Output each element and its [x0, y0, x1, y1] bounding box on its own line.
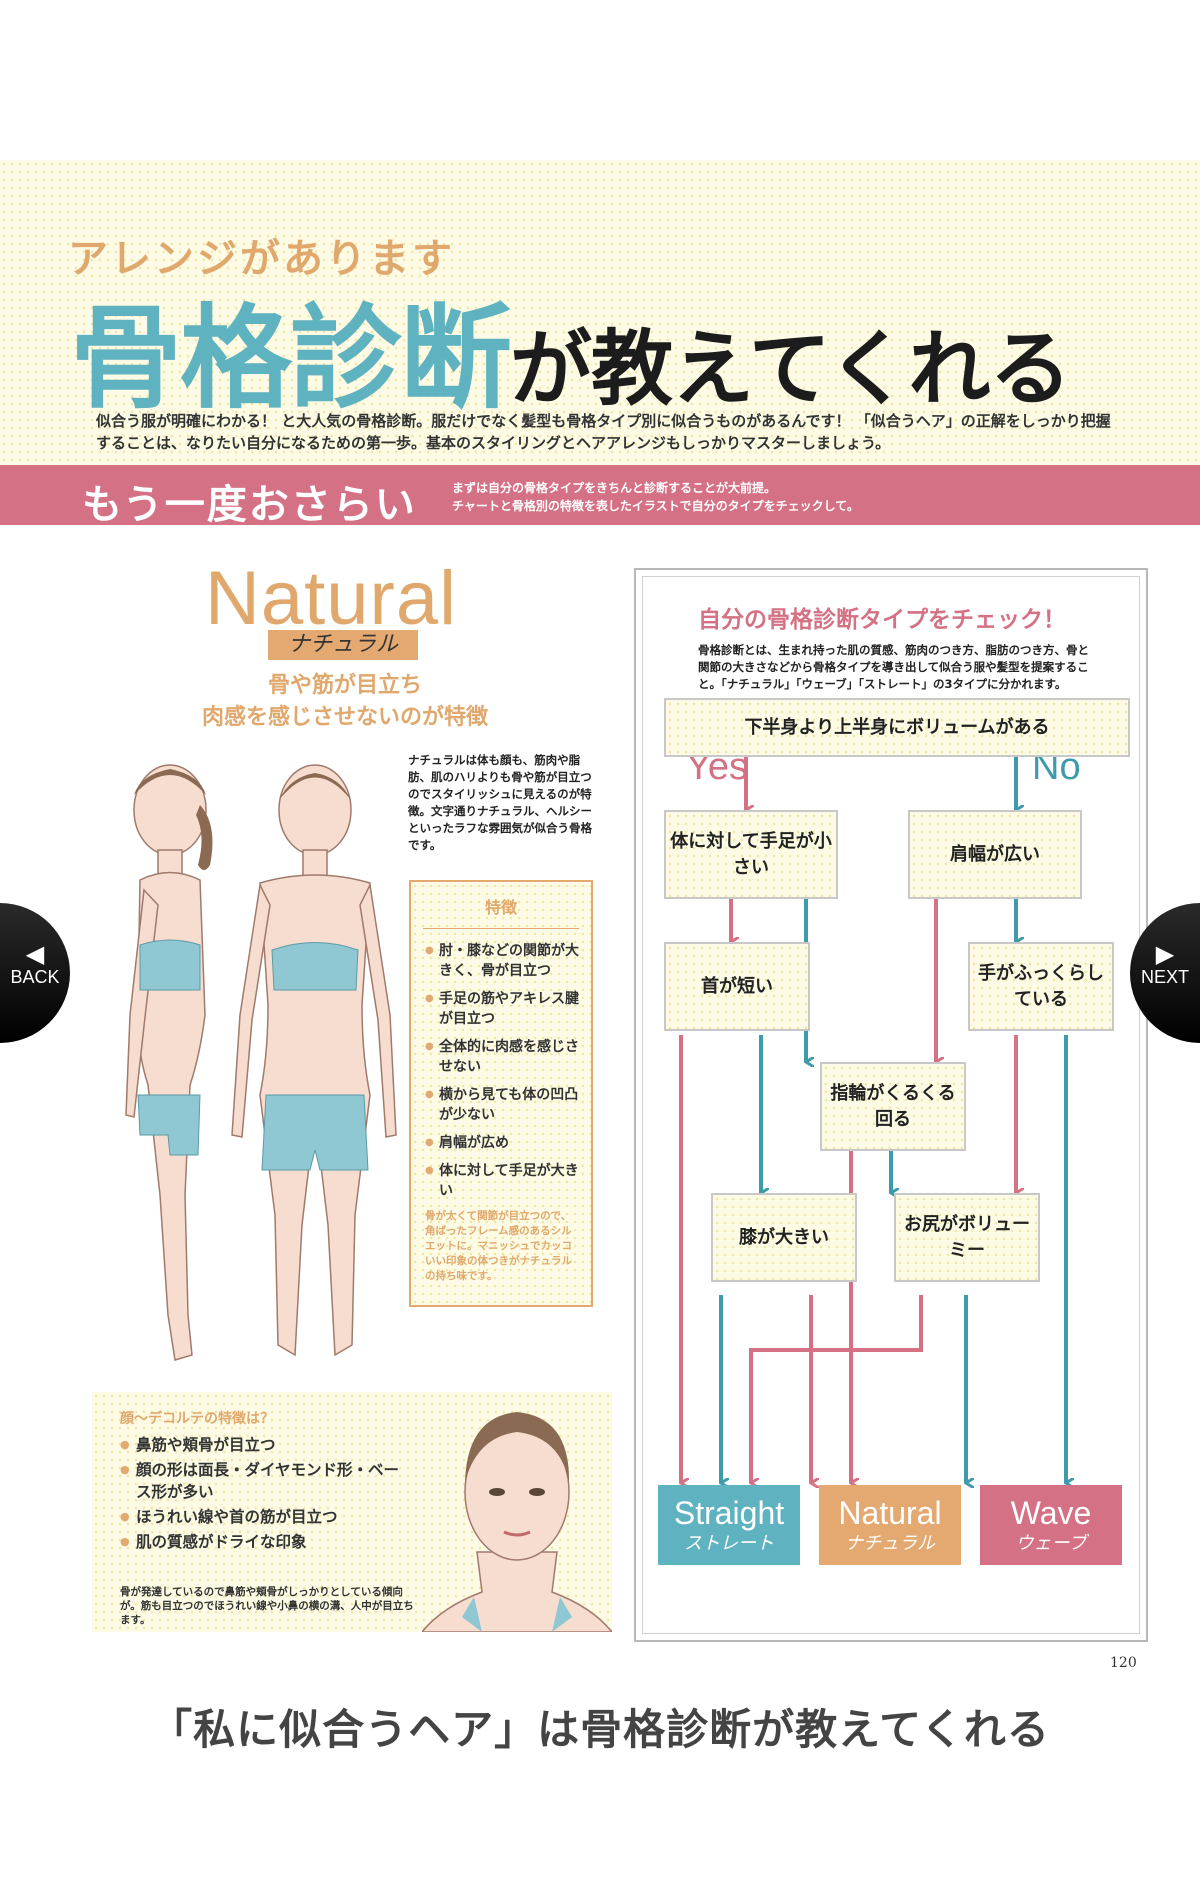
next-label: NEXT: [1140, 967, 1189, 987]
intro-text: 似合う服が明確にわかる！ と大人気の骨格診断。服だけでなく髪型も骨格タイプ別に似…: [96, 412, 1111, 452]
result-wave-jp: ウェーブ: [1015, 1533, 1087, 1554]
face-features-box: 顔～デコルテの特徴は？ 鼻筋や頬骨が目立つ 顔の形は面長・ダイヤモンド形・ベース…: [92, 1392, 612, 1632]
chart-description: 骨格診断とは、生まれ持った肌の質感、筋肉のつき方、脂肪のつき方、骨と関節の大きさ…: [698, 643, 1089, 691]
back-label: BACK: [10, 967, 60, 987]
chart-inner-frame: [642, 576, 1140, 1634]
left-arrow-icon: ◀: [25, 941, 45, 968]
question-knees-large: 膝が大きい: [711, 1193, 857, 1282]
question-upper-body-volume: 下半身より上半身にボリュームがある: [664, 698, 1130, 757]
band-sub-line-1: まずは自分の骨格タイプをきちんと診断することが大前提。: [452, 481, 777, 495]
feature-item: 全体的に肉感を感じさせない: [425, 1037, 591, 1077]
question-shoulders-wide: 肩幅が広い: [908, 810, 1082, 899]
features-note: 骨が太くて関節が目立つので、角ばったフレーム感のあるシルエットに。マニッシュでカ…: [425, 1210, 572, 1282]
chart-arrows: [679, 753, 1146, 1640]
face-item: 顔の形は面長・ダイヤモンド形・ベース形が多い: [120, 1459, 410, 1503]
natural-tagline-1: 骨や筋が目立ち: [267, 673, 422, 698]
features-list: 肘・膝などの関節が大きく、骨が目立つ 手足の筋やアキレス腱が目立つ 全体的に肉感…: [411, 941, 591, 1201]
natural-title-jp: ナチュラル: [268, 630, 418, 660]
section-band: もう一度おさらい まずは自分の骨格タイプをきちんと診断することが大前提。 チャー…: [0, 465, 1200, 528]
band-title: もう一度おさらい: [82, 482, 417, 528]
band-sub-line-2: チャートと骨格別の特徴を表したイラストで自分のタイプをチェックして。: [452, 499, 859, 513]
page-caption: 「私に似合うヘア」は骨格診断が教えてくれる: [150, 1705, 1050, 1754]
natural-tagline-2: 肉感を感じさせないのが特徴: [201, 705, 488, 730]
face-note: 骨が発達しているので鼻筋や頬骨がしっかりとしている傾向が。筋も目立つのでほうれい…: [120, 1586, 414, 1626]
header-kicker: アレンジがあります: [68, 236, 455, 282]
result-straight-jp: ストレート: [684, 1533, 774, 1554]
result-natural-jp: ナチュラル: [845, 1533, 935, 1554]
feature-item: 肩幅が広め: [425, 1133, 591, 1153]
question-hands-small: 体に対して手足が小さい: [664, 810, 838, 899]
result-wave: Wave ウェーブ: [980, 1485, 1122, 1565]
chart-title: 自分の骨格診断タイプをチェック！: [698, 607, 1066, 633]
band-subtitle: まずは自分の骨格タイプをきちんと診断することが大前提。 チャートと骨格別の特徴を…: [452, 479, 859, 515]
result-natural-en: Natural: [838, 1495, 942, 1531]
title-rest: が教えてくれる: [510, 322, 1071, 417]
feature-item: 横から見ても体の凹凸が少ない: [425, 1085, 591, 1125]
features-title: 特徴: [423, 894, 579, 929]
face-item: 肌の質感がドライな印象: [120, 1531, 410, 1553]
feature-item: 肘・膝などの関節が大きく、骨が目立つ: [425, 941, 591, 981]
question-hips-voluminous: お尻がボリューミー: [894, 1193, 1040, 1282]
result-natural: Natural ナチュラル: [819, 1485, 961, 1565]
page-number: 120: [1110, 1655, 1137, 1671]
page-header: アレンジがあります 骨格診断が教えてくれる 似合う服が明確にわかる！ と大人気の…: [0, 160, 1200, 465]
features-box: 特徴 肘・膝などの関節が大きく、骨が目立つ 手足の筋やアキレス腱が目立つ 全体的…: [409, 880, 593, 1307]
result-wave-en: Wave: [1010, 1495, 1092, 1531]
natural-title-en: Natural: [205, 556, 457, 641]
body-illustration: [125, 764, 397, 1361]
title-highlight: 骨格診断: [70, 294, 512, 424]
feature-item: 体に対して手足が大きい: [425, 1161, 591, 1201]
face-item: 鼻筋や頬骨が目立つ: [120, 1434, 410, 1456]
natural-tagline: 骨や筋が目立ち 肉感を感じさせないのが特徴: [170, 670, 520, 734]
question-hands-plump: 手がふっくらしている: [968, 942, 1114, 1031]
face-illustration: [422, 1412, 612, 1632]
magazine-page: アレンジがあります 骨格診断が教えてくれる 似合う服が明確にわかる！ と大人気の…: [0, 160, 1200, 1680]
right-arrow-icon: ▶: [1155, 941, 1175, 968]
result-straight-en: Straight: [673, 1495, 785, 1531]
feature-item: 手足の筋やアキレス腱が目立つ: [425, 989, 591, 1029]
diagnosis-chart: 自分の骨格診断タイプをチェック！ 骨格診断とは、生まれ持った肌の質感、筋肉のつき…: [634, 568, 1148, 1642]
natural-description: ナチュラルは体も顔も、筋肉や脂肪、肌のハリよりも骨や筋が目立つのでスタイリッシュ…: [408, 753, 592, 852]
question-neck-short: 首が短い: [664, 942, 810, 1031]
face-title: 顔～デコルテの特徴は？: [120, 1411, 274, 1427]
result-straight: Straight ストレート: [658, 1485, 800, 1565]
face-item: ほうれい線や首の筋が目立つ: [120, 1506, 410, 1528]
face-list: 鼻筋や頬骨が目立つ 顔の形は面長・ダイヤモンド形・ベース形が多い ほうれい線や首…: [120, 1434, 410, 1556]
page-title: 骨格診断が教えてくれる: [70, 268, 1071, 430]
question-ring-spins: 指輪がくるくる回る: [820, 1062, 966, 1151]
